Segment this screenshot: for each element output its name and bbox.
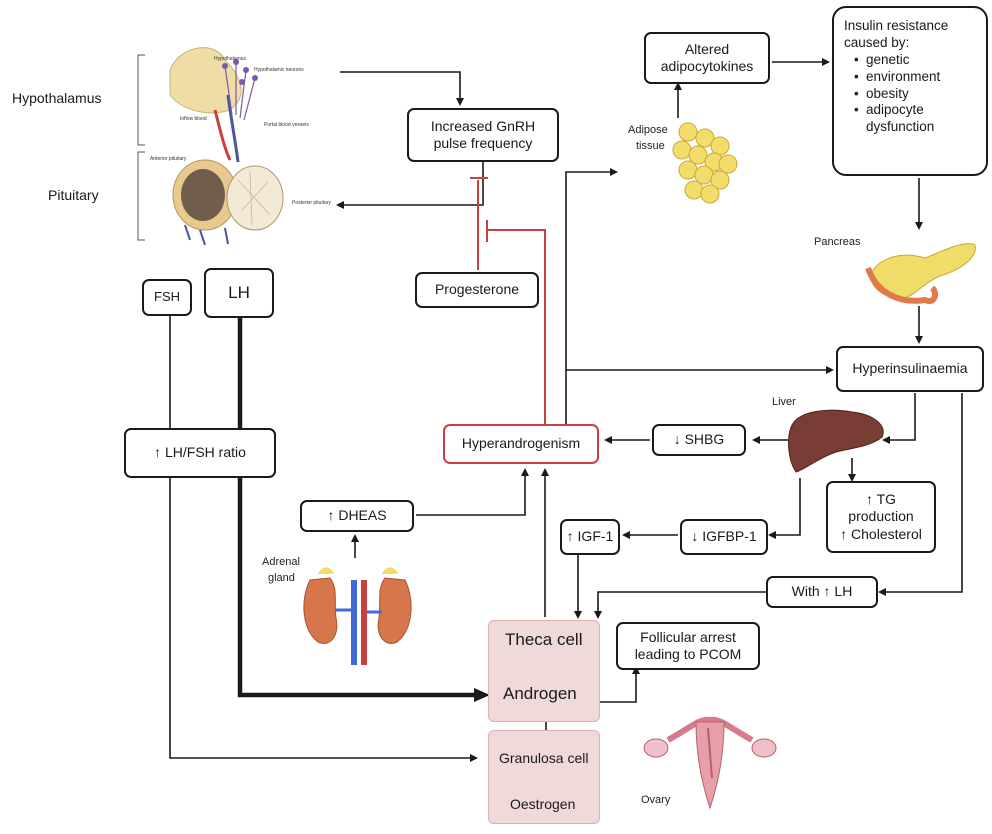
dheas-box: ↑ DHEAS [300, 500, 414, 532]
arrow-dheas-to-ha [416, 468, 529, 516]
arrow-withlh-to-theca [594, 591, 766, 619]
adrenal-label-1: Adrenal [262, 556, 300, 568]
tiny-label-portal: Portal blood vessels [264, 122, 309, 128]
gnrh-box: Increased GnRH pulse frequency [407, 108, 559, 162]
adipocytokines-line-2: adipocytokines [660, 58, 754, 74]
ir-item-obesity: obesity [854, 86, 948, 103]
oestrogen-text: Oestrogen [510, 796, 576, 812]
arrow-neurons-to-gnrh [340, 71, 464, 106]
pancreas-icon [865, 243, 976, 305]
hyperinsulinaemia-text: Hyperinsulinaemia [852, 360, 968, 377]
ir-title-2: caused by: [844, 34, 910, 50]
igfbp1-text: ↓ IGFBP-1 [691, 528, 757, 545]
adipose-label-2: tissue [636, 140, 665, 152]
gnrh-text: Increased GnRH pulse frequency [430, 117, 536, 152]
shbg-box: ↓ SHBG [652, 424, 746, 456]
arrow-hyperandrogenism-to-adipose [565, 168, 618, 426]
tiny-label-hypothalamus: Hypothalamus [214, 56, 246, 62]
adipocytokines-line-1: Altered [684, 40, 730, 57]
lh-box: LH [204, 268, 274, 318]
arrow-liver-to-igfbp [768, 478, 801, 539]
kidney-icon [303, 567, 412, 665]
hypothalamus-label: Hypothalamus [12, 90, 102, 106]
igfbp1-box: ↓ IGFBP-1 [680, 519, 768, 555]
insulin-resistance-box: Insulin resistance caused by: genetic en… [832, 6, 988, 176]
tiny-label-inflow: Inflow blood [180, 116, 207, 122]
ir-item-genetic: genetic [854, 52, 948, 69]
tiny-label-anterior: Anterior pituitary [150, 156, 187, 162]
pituitary-label: Pituitary [48, 187, 99, 203]
arrow-hi-to-liver [882, 393, 916, 444]
lh-fsh-ratio-text: ↑ LH/FSH ratio [154, 444, 246, 461]
lh-text: LH [228, 283, 250, 303]
adrenal-label-2: gland [268, 572, 295, 584]
lh-fsh-ratio-box: ↑ LH/FSH ratio [124, 428, 276, 478]
progesterone-box: Progesterone [415, 272, 539, 308]
arrow-ratio-to-granulosa [169, 478, 478, 762]
theca-cell-text: Theca cell [505, 630, 583, 649]
follicular-line-2: leading to PCOM [634, 646, 742, 662]
arrow-hi-to-withlh [878, 393, 963, 596]
ir-item-dysfunction: dysfunction [866, 119, 935, 135]
arrow-androgen-to-follicular [600, 666, 640, 703]
adipose-label-1: Adipose [628, 124, 668, 136]
hyperandrogenism-text: Hyperandrogenism [461, 435, 581, 452]
granulosa-panel [488, 730, 600, 824]
adipocytokines-box: Altered adipocytokines [644, 32, 770, 84]
tg-line-3: ↑ Cholesterol [840, 525, 922, 542]
tg-line-2: production [848, 508, 914, 525]
ir-title-1: Insulin resistance [844, 18, 949, 33]
adipose-icon [672, 122, 738, 204]
ir-causes-list: genetic environment obesity adipocyte dy… [852, 52, 948, 136]
hyperandrogenism-box: Hyperandrogenism [443, 424, 599, 464]
tg-box: ↑ TG production ↑ Cholesterol [826, 481, 936, 553]
granulosa-cell-text: Granulosa cell [499, 750, 589, 766]
androgen-text: Androgen [503, 684, 577, 703]
with-lh-text: With ↑ LH [791, 583, 853, 600]
theca-cell-panel [488, 620, 600, 722]
fsh-text: FSH [154, 289, 180, 305]
tg-line-1: ↑ TG [865, 490, 897, 507]
liver-label: Liver [772, 396, 796, 408]
inhibit-ha-gnrh [488, 229, 546, 426]
ovary-label: Ovary [641, 794, 671, 806]
follicular-line-1: Follicular arrest [640, 628, 736, 645]
with-lh-box: With ↑ LH [766, 576, 878, 608]
progesterone-text: Progesterone [434, 281, 520, 298]
hyperinsulinaemia-box: Hyperinsulinaemia [836, 346, 984, 392]
tiny-label-posterior: Posterior pituitary [292, 200, 331, 206]
dheas-text: ↑ DHEAS [327, 507, 387, 524]
igf1-box: ↑ IGF-1 [560, 519, 620, 555]
follicular-arrest-box: Follicular arrest leading to PCOM [616, 622, 760, 670]
igf1-text: ↑ IGF-1 [566, 528, 614, 545]
ir-item-adipocyte: adipocyte [854, 102, 948, 119]
tiny-label-neurons: Hypothalamic neurons [254, 67, 304, 73]
fsh-box: FSH [142, 279, 192, 316]
arrow-gnrh-to-pituitary [336, 162, 484, 209]
shbg-text: ↓ SHBG [673, 431, 725, 448]
ir-item-environment: environment [854, 69, 948, 86]
ovary-icon [643, 716, 777, 810]
liver-icon [788, 409, 884, 473]
pancreas-label: Pancreas [814, 236, 861, 248]
